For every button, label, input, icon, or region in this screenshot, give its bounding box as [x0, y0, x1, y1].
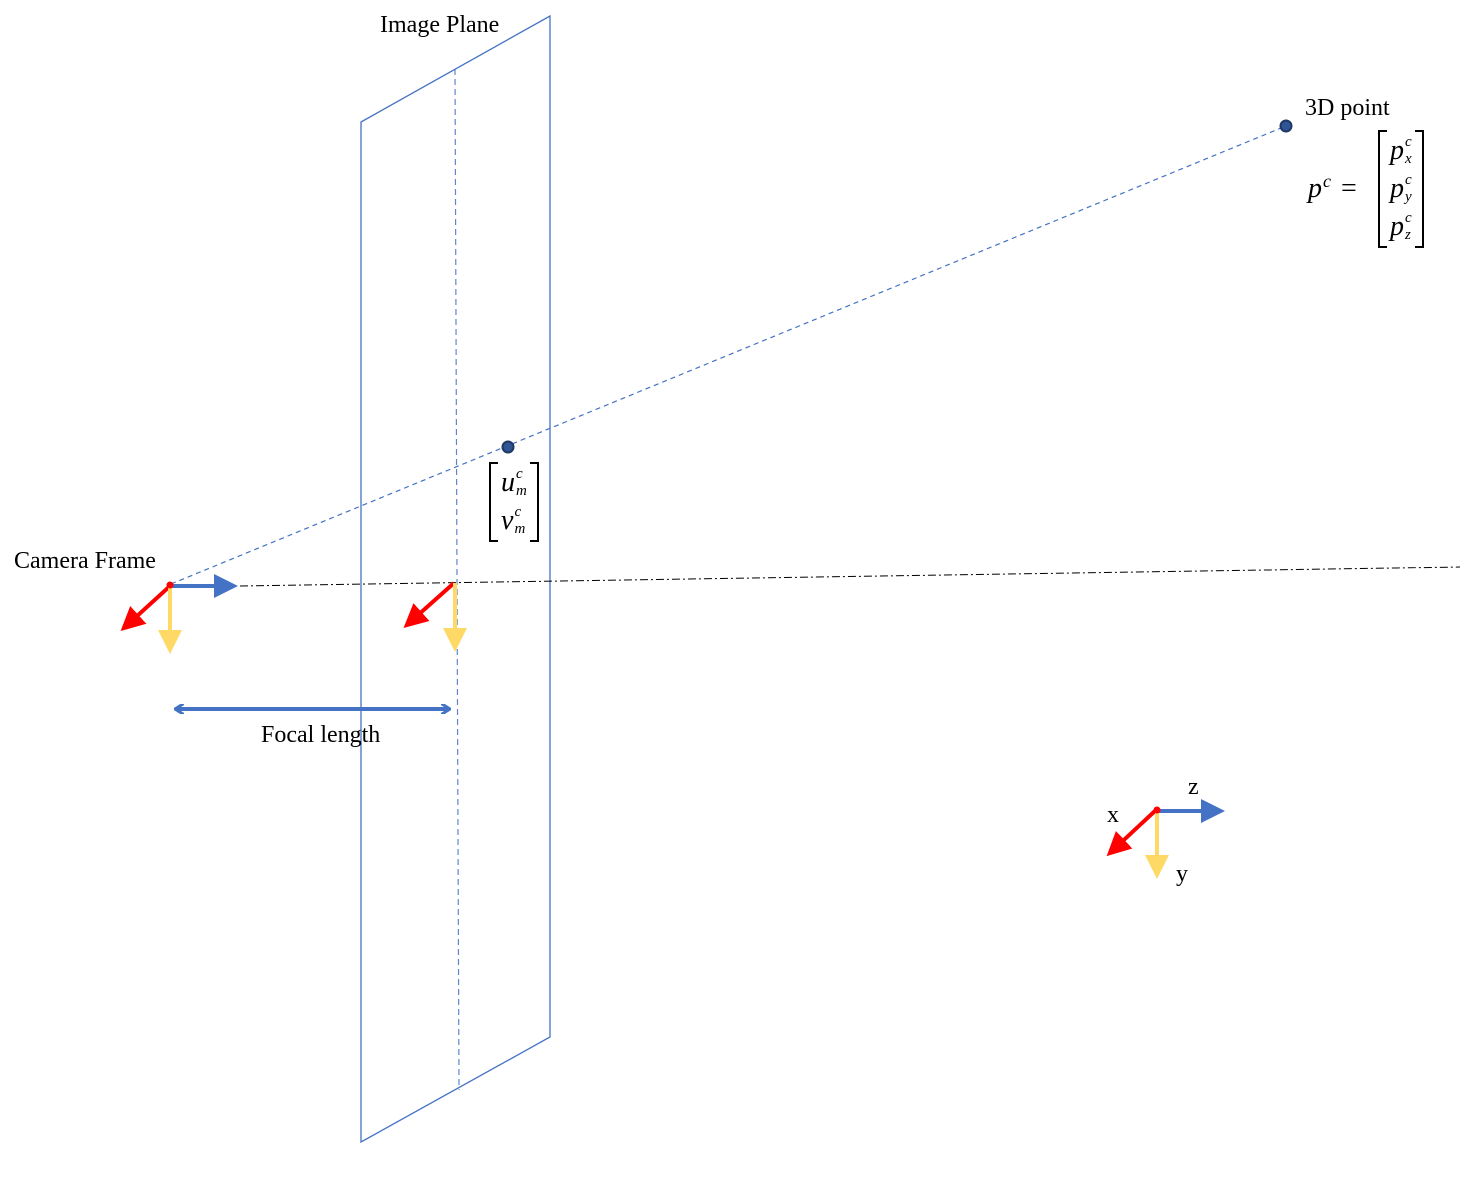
- legend-axes: [1106, 799, 1225, 879]
- entry-sub: z: [1405, 227, 1411, 243]
- entry-sub: x: [1405, 151, 1412, 167]
- right-bracket: [1414, 130, 1424, 248]
- image-frame-axes: [403, 581, 467, 652]
- projected-point-marker: [501, 440, 515, 454]
- entry-sup: c: [1405, 210, 1412, 226]
- entry-sup: c: [1405, 172, 1412, 188]
- left-bracket: [1378, 130, 1387, 248]
- optical-axis: [239, 566, 1461, 587]
- legend-y-label: y: [1176, 861, 1188, 887]
- entry-base: p: [1390, 135, 1404, 166]
- equals-sign: =: [1341, 173, 1357, 204]
- entry-base: p: [1390, 173, 1404, 204]
- legend-origin: [1153, 806, 1161, 814]
- image-x-axis: [403, 581, 456, 628]
- camera-frame-label: Camera Frame: [14, 548, 156, 574]
- 3d-point-label: 3D point: [1305, 95, 1390, 121]
- entry-sup: c: [514, 504, 522, 520]
- entry-base: u: [501, 467, 515, 498]
- image-plane-centerline: [454, 68, 460, 1091]
- entry-sup: c: [516, 466, 523, 482]
- entry-base: v: [501, 505, 514, 536]
- point-equation-lhs: p c =: [1308, 172, 1357, 206]
- right-bracket: [529, 462, 539, 542]
- image-plane: [360, 14, 551, 1144]
- entry-sup: c: [1405, 134, 1412, 150]
- camera-x-axis: [120, 584, 172, 632]
- left-bracket: [489, 462, 498, 542]
- projection-ray: [170, 125, 1287, 585]
- image-plane-label: Image Plane: [380, 12, 500, 38]
- entry-sub: y: [1405, 189, 1412, 205]
- entry-base: p: [1390, 211, 1404, 242]
- lhs-base: p: [1308, 173, 1322, 204]
- camera-origin: [166, 581, 174, 589]
- entry-sub: m: [514, 521, 526, 537]
- lhs-sup: c: [1323, 171, 1331, 191]
- legend-x-label: x: [1107, 802, 1119, 828]
- legend-x-axis: [1106, 808, 1158, 857]
- legend-z-label: z: [1188, 774, 1199, 800]
- camera-frame-axes: [120, 574, 238, 654]
- focal-length-label: Focal length: [261, 722, 381, 748]
- 3d-point-marker: [1279, 119, 1293, 133]
- entry-sub: m: [516, 483, 527, 499]
